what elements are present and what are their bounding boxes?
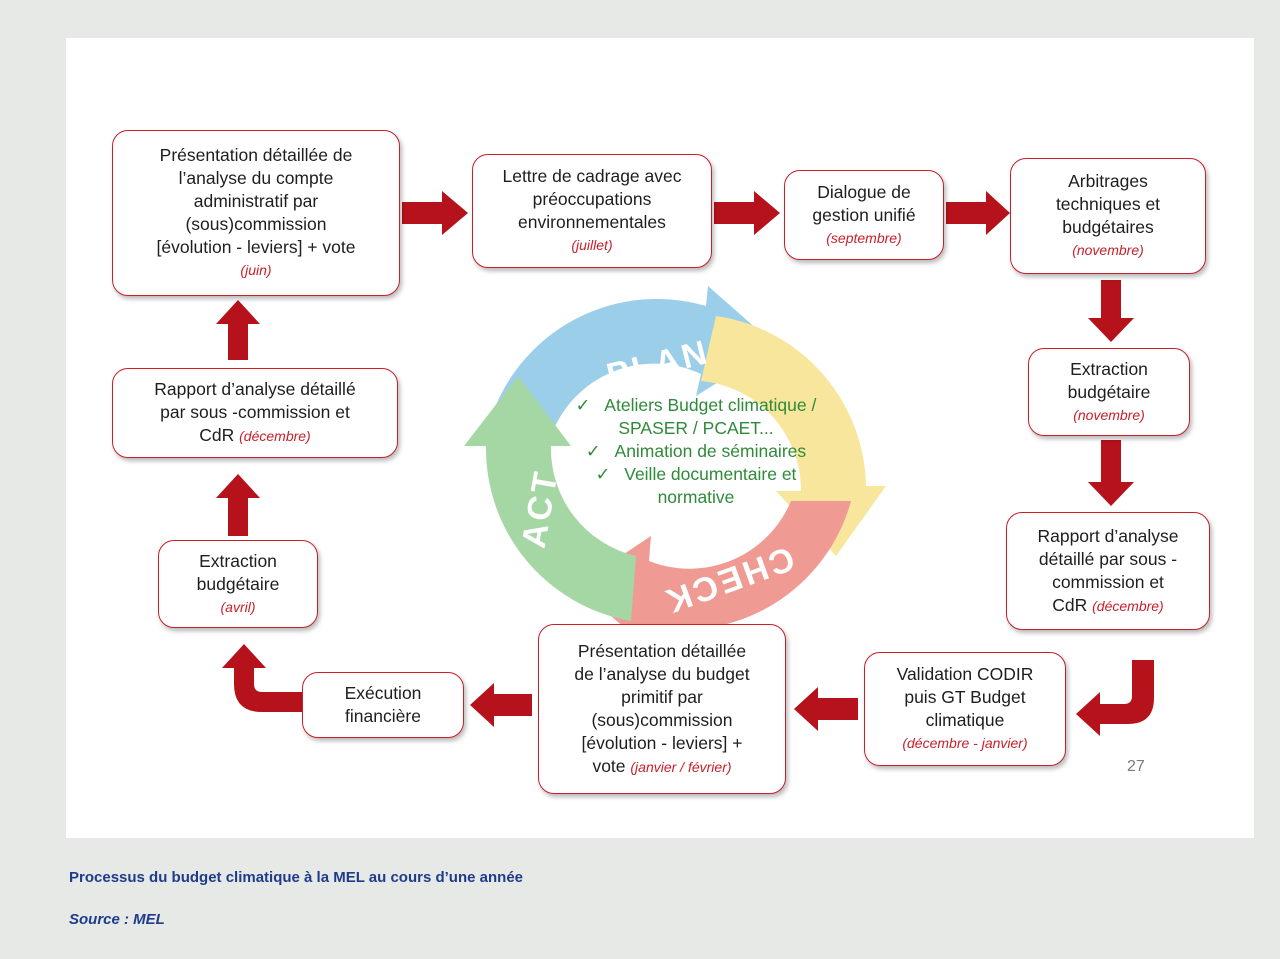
- center-item-text: Animation de séminaires: [614, 441, 807, 461]
- step-11-date: (décembre): [239, 428, 311, 444]
- step-2-box: Lettre de cadrage avec préoccupations en…: [472, 154, 712, 268]
- step-8-date: (janvier / février): [630, 758, 732, 775]
- step-6-line: détaillé par sous -: [1038, 548, 1178, 569]
- step-1-line: (sous)commission: [185, 214, 327, 234]
- step-7-line: puis GT Budget: [904, 687, 1026, 707]
- step-2-line: préoccupations: [532, 189, 652, 209]
- step-9-line: financière: [345, 706, 421, 726]
- step-1-line: [évolution - leviers] + vote: [156, 237, 356, 257]
- step-5-date: (novembre): [1073, 406, 1145, 423]
- step-11-line: par sous -commission et: [160, 402, 350, 422]
- step-11-line: Rapport d’analyse détaillé: [154, 379, 356, 399]
- center-item-text: Veille documentaire et: [624, 464, 797, 484]
- center-activities-list: ✓ Ateliers Budget climatique / SPASER / P…: [536, 394, 856, 509]
- center-item: ✓ Animation de séminaires: [536, 440, 856, 463]
- step-4-box: Arbitrages techniques et budgétaires (no…: [1010, 158, 1206, 274]
- step-9-line: Exécution: [344, 683, 422, 703]
- step-8-line: de l’analyse du budget: [574, 663, 750, 684]
- step-8-box: Présentation détaillée de l’analyse du b…: [538, 624, 786, 794]
- center-item-text: normative: [657, 487, 735, 507]
- step-11-box: Rapport d’analyse détaillé par sous -com…: [112, 368, 398, 458]
- arrow-down-2: [1088, 440, 1134, 506]
- step-10-date: (avril): [220, 598, 256, 615]
- arrow-right-1: [402, 191, 468, 235]
- arrow-curved-up: [222, 644, 302, 712]
- step-8-line: (sous)commission: [591, 709, 733, 730]
- step-2-line: environnementales: [518, 212, 666, 232]
- act-arc: [464, 376, 636, 621]
- check-icon: ✓: [585, 441, 601, 461]
- step-7-box: Validation CODIR puis GT Budget climatiq…: [864, 652, 1066, 766]
- arrow-curved-down-left: [1076, 660, 1154, 736]
- figure-source: Source : MEL: [69, 911, 165, 928]
- step-3-line: gestion unifié: [812, 204, 916, 225]
- step-11-line: CdR: [199, 425, 235, 445]
- flow-arrows: [216, 191, 1154, 736]
- step-6-line: CdR: [1052, 594, 1088, 615]
- step-5-box: Extraction budgétaire (novembre): [1028, 348, 1190, 436]
- arrow-right-3: [946, 191, 1010, 235]
- pdca-cycle-background: PLAN ACT CHECK: [464, 286, 886, 646]
- center-item-text: SPASER / PCAET...: [618, 418, 774, 438]
- arrow-down-1: [1088, 280, 1134, 342]
- center-item: ✓ Ateliers Budget climatique / SPASER / P…: [536, 394, 856, 440]
- page-number: 27: [1127, 758, 1145, 775]
- step-10-box: Extraction budgétaire (avril): [158, 540, 318, 628]
- step-10-line: Extraction: [199, 550, 277, 571]
- diagram-slide: PLAN ACT CHECK Présentation détaillée de…: [66, 38, 1254, 838]
- step-1-line: Présentation détaillée de: [159, 145, 353, 165]
- center-item: ✓ Veille documentaire et normative: [536, 463, 856, 509]
- step-8-line: primitif par: [621, 686, 703, 707]
- check-arc: [576, 501, 851, 646]
- step-4-line: techniques et: [1055, 194, 1161, 214]
- step-9-box: Exécution financière: [302, 672, 464, 738]
- step-8-line: Présentation détaillée: [577, 640, 747, 661]
- step-8-line: vote: [592, 755, 626, 776]
- arrow-left-1: [794, 687, 858, 731]
- step-1-date: (juin): [240, 262, 272, 278]
- arrow-left-2: [470, 683, 532, 727]
- step-2-date: (juillet): [571, 237, 613, 253]
- step-5-line: budgétaire: [1067, 381, 1151, 402]
- step-6-box: Rapport d’analyse détaillé par sous - co…: [1006, 512, 1210, 630]
- step-10-line: budgétaire: [196, 573, 280, 594]
- step-6-date: (décembre): [1092, 597, 1164, 614]
- step-1-box: Présentation détaillée de l’analyse du c…: [112, 130, 400, 296]
- step-6-line: commission et: [1052, 571, 1164, 592]
- plan-arc: [486, 286, 776, 436]
- step-7-line: climatique: [925, 710, 1005, 730]
- step-5-line: Extraction: [1070, 358, 1148, 379]
- step-3-box: Dialogue de gestion unifié (septembre): [784, 170, 944, 260]
- check-icon: ✓: [595, 464, 611, 484]
- step-3-date: (septembre): [826, 229, 902, 246]
- arrow-right-2: [714, 191, 780, 235]
- step-7-date: (décembre - janvier): [902, 735, 1028, 751]
- step-4-line: budgétaires: [1062, 217, 1154, 237]
- arrow-up-2: [216, 300, 260, 360]
- step-6-line: Rapport d’analyse: [1037, 525, 1179, 546]
- step-1-line: l’analyse du compte: [178, 168, 334, 188]
- check-icon: ✓: [575, 395, 591, 415]
- figure-caption: Processus du budget climatique à la MEL …: [69, 869, 523, 886]
- step-2-line: Lettre de cadrage avec: [502, 166, 682, 186]
- step-3-line: Dialogue de: [817, 181, 911, 202]
- step-4-line: Arbitrages: [1068, 171, 1148, 191]
- step-8-line: [évolution - leviers] +: [581, 732, 743, 753]
- step-1-line: administratif par: [193, 191, 319, 211]
- arrow-up-1: [216, 474, 260, 536]
- step-4-date: (novembre): [1072, 242, 1144, 258]
- do-arc: [701, 316, 886, 556]
- step-7-line: Validation CODIR: [896, 664, 1034, 684]
- center-item-text: Ateliers Budget climatique /: [604, 395, 817, 415]
